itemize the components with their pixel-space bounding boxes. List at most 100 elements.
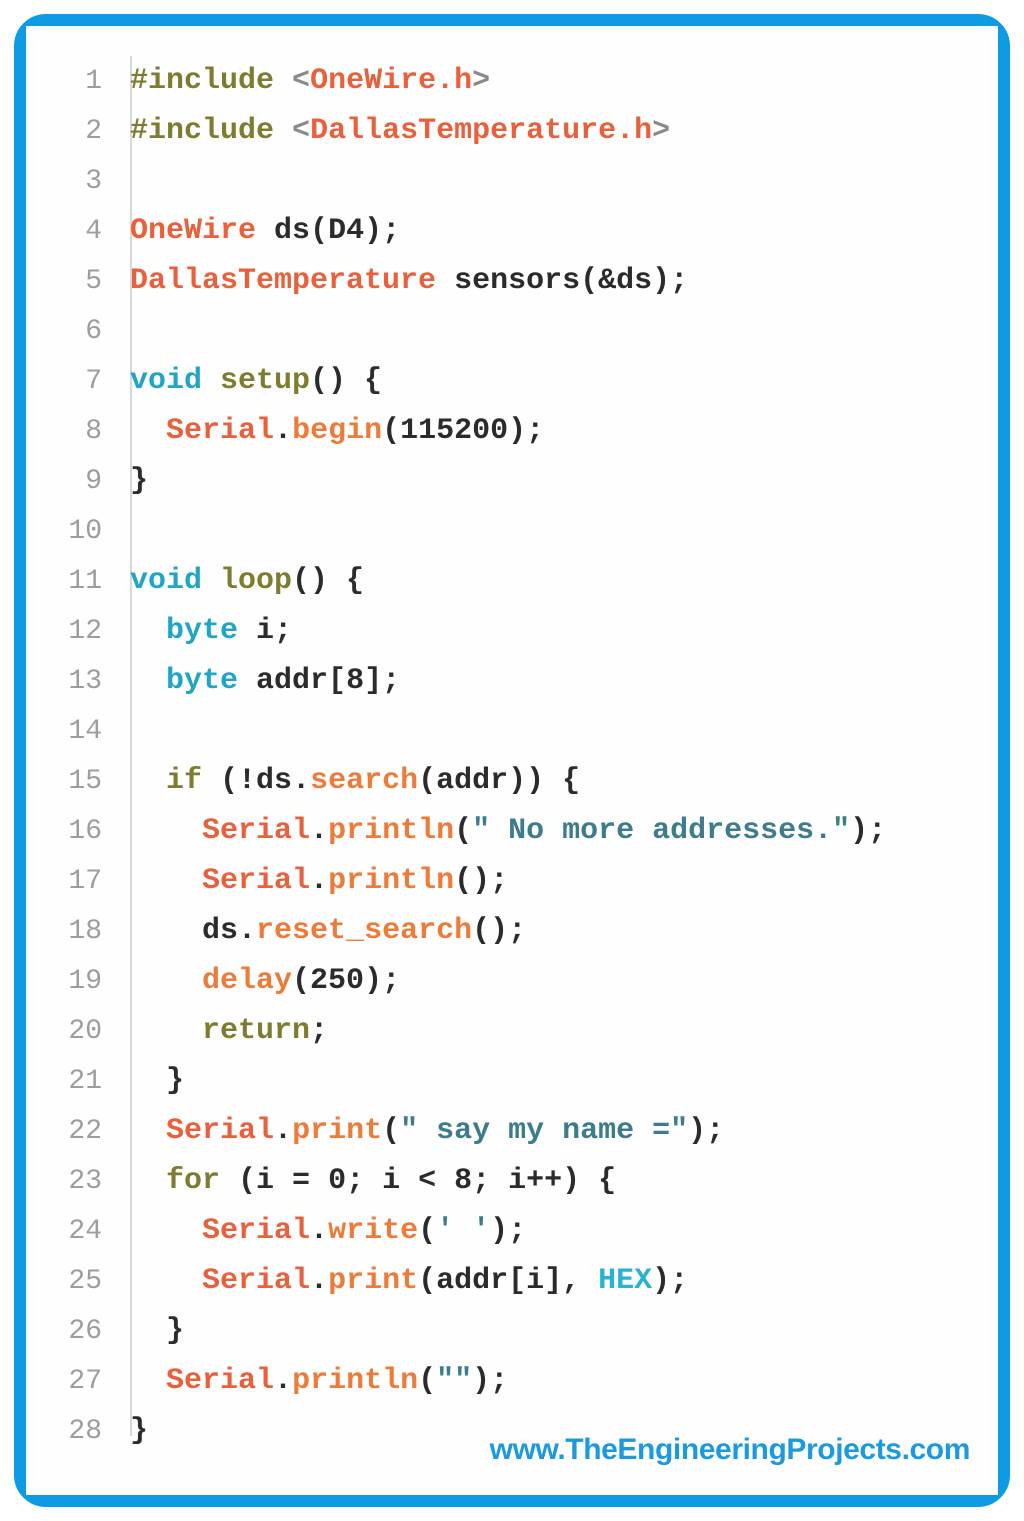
code-token: void bbox=[130, 364, 203, 398]
code-line: 12 byte i; bbox=[26, 606, 998, 656]
code-token: ); bbox=[472, 1364, 509, 1398]
code-line-text: byte addr[8]; bbox=[116, 656, 400, 706]
line-number: 5 bbox=[85, 266, 102, 297]
code-token: ( bbox=[454, 814, 473, 848]
code-token: ( bbox=[418, 1214, 437, 1248]
code-token: > bbox=[472, 64, 491, 98]
code-token bbox=[130, 914, 202, 948]
line-number: 24 bbox=[68, 1216, 102, 1247]
code-line: 28} bbox=[26, 1406, 998, 1456]
code-token: i < bbox=[382, 1164, 455, 1198]
code-token bbox=[130, 1214, 202, 1248]
code-line: 9} bbox=[26, 456, 998, 506]
code-token: ) { bbox=[562, 1164, 617, 1198]
code-token: ); bbox=[364, 214, 401, 248]
line-number: 16 bbox=[68, 816, 102, 847]
code-token: begin bbox=[292, 414, 383, 448]
code-line-text: DallasTemperature sensors(&ds); bbox=[116, 256, 688, 306]
code-line: 23 for (i = 0; i < 8; i++) { bbox=[26, 1156, 998, 1206]
code-token: print bbox=[292, 1114, 383, 1148]
code-token: > bbox=[652, 114, 671, 148]
code-token bbox=[130, 614, 166, 648]
code-line: 14 bbox=[26, 706, 998, 756]
code-line-text: for (i = 0; i < 8; i++) { bbox=[116, 1156, 616, 1206]
code-token: < bbox=[292, 64, 311, 98]
code-line-text: Serial.println(); bbox=[116, 856, 508, 906]
code-token: } bbox=[130, 464, 149, 498]
code-token: () { bbox=[292, 564, 365, 598]
code-token: (); bbox=[454, 864, 509, 898]
code-token: } bbox=[130, 1414, 149, 1448]
code-token: . bbox=[238, 914, 257, 948]
code-token: [ bbox=[328, 664, 347, 698]
code-line: 8 Serial.begin(115200); bbox=[26, 406, 998, 456]
line-number: 3 bbox=[85, 166, 102, 197]
code-token: Serial bbox=[202, 814, 311, 848]
code-editor-surface[interactable]: 1#include <OneWire.h>2#include <DallasTe… bbox=[26, 26, 998, 1495]
code-token: ; bbox=[346, 1164, 383, 1198]
code-token: return bbox=[202, 1014, 311, 1048]
line-number: 17 bbox=[68, 866, 102, 897]
code-line: 25 Serial.print(addr[i], HEX); bbox=[26, 1256, 998, 1306]
line-number: 1 bbox=[85, 66, 102, 97]
code-line: 16 Serial.println(" No more addresses.")… bbox=[26, 806, 998, 856]
code-token: Serial bbox=[202, 1214, 311, 1248]
code-token: HEX bbox=[598, 1264, 653, 1298]
code-token: . bbox=[310, 814, 329, 848]
gutter-divider bbox=[130, 56, 132, 1436]
code-token: Serial bbox=[166, 414, 275, 448]
code-token: (); bbox=[472, 914, 527, 948]
line-number: 23 bbox=[68, 1166, 102, 1197]
code-line-text: #include <OneWire.h> bbox=[116, 56, 490, 106]
code-token: byte bbox=[166, 664, 239, 698]
code-line: 6 bbox=[26, 306, 998, 356]
code-token bbox=[202, 364, 220, 398]
code-token: " say my name =" bbox=[400, 1114, 689, 1148]
code-line: 10 bbox=[26, 506, 998, 556]
code-line: 24 Serial.write(' '); bbox=[26, 1206, 998, 1256]
code-token: 115200 bbox=[400, 414, 509, 448]
code-token: ( bbox=[382, 1114, 401, 1148]
line-number: 27 bbox=[68, 1366, 102, 1397]
code-line-text: if (!ds.search(addr)) { bbox=[116, 756, 580, 806]
code-token bbox=[130, 1164, 166, 1198]
code-token: addr bbox=[238, 664, 329, 698]
code-token: OneWire bbox=[130, 214, 257, 248]
code-token bbox=[130, 664, 166, 698]
code-token: void bbox=[130, 564, 203, 598]
code-line: 20 return; bbox=[26, 1006, 998, 1056]
code-token: write bbox=[328, 1214, 419, 1248]
code-token: < bbox=[292, 114, 311, 148]
code-token bbox=[130, 764, 166, 798]
watermark-link: www.TheEngineeringProjects.com bbox=[489, 1433, 971, 1466]
code-token: ( bbox=[382, 414, 401, 448]
code-line-text: void loop() { bbox=[116, 556, 364, 606]
code-token: for bbox=[166, 1164, 221, 1198]
code-token: 8 bbox=[346, 664, 365, 698]
code-token: DallasTemperature bbox=[130, 264, 437, 298]
code-token: ], bbox=[544, 1264, 599, 1298]
code-token: byte bbox=[166, 614, 239, 648]
line-number: 8 bbox=[85, 416, 102, 447]
code-line-text: OneWire ds(D4); bbox=[116, 206, 400, 256]
code-token: Serial bbox=[202, 1264, 311, 1298]
line-number: 4 bbox=[85, 216, 102, 247]
line-number: 21 bbox=[68, 1066, 102, 1097]
line-number: 22 bbox=[68, 1116, 102, 1147]
code-token: ); bbox=[850, 814, 887, 848]
code-token: ); bbox=[652, 264, 689, 298]
code-token: addr bbox=[436, 1264, 509, 1298]
code-token: ); bbox=[490, 1214, 527, 1248]
line-number: 11 bbox=[68, 566, 102, 597]
code-token: loop bbox=[220, 564, 293, 598]
code-token: println bbox=[328, 814, 455, 848]
code-token: " No more addresses." bbox=[472, 814, 851, 848]
code-line: 21 } bbox=[26, 1056, 998, 1106]
code-token bbox=[130, 1364, 166, 1398]
line-number: 2 bbox=[85, 116, 102, 147]
line-number: 18 bbox=[68, 916, 102, 947]
line-number: 19 bbox=[68, 966, 102, 997]
code-token: Serial bbox=[166, 1114, 275, 1148]
code-token: } bbox=[130, 1064, 185, 1098]
code-token: delay bbox=[202, 964, 293, 998]
